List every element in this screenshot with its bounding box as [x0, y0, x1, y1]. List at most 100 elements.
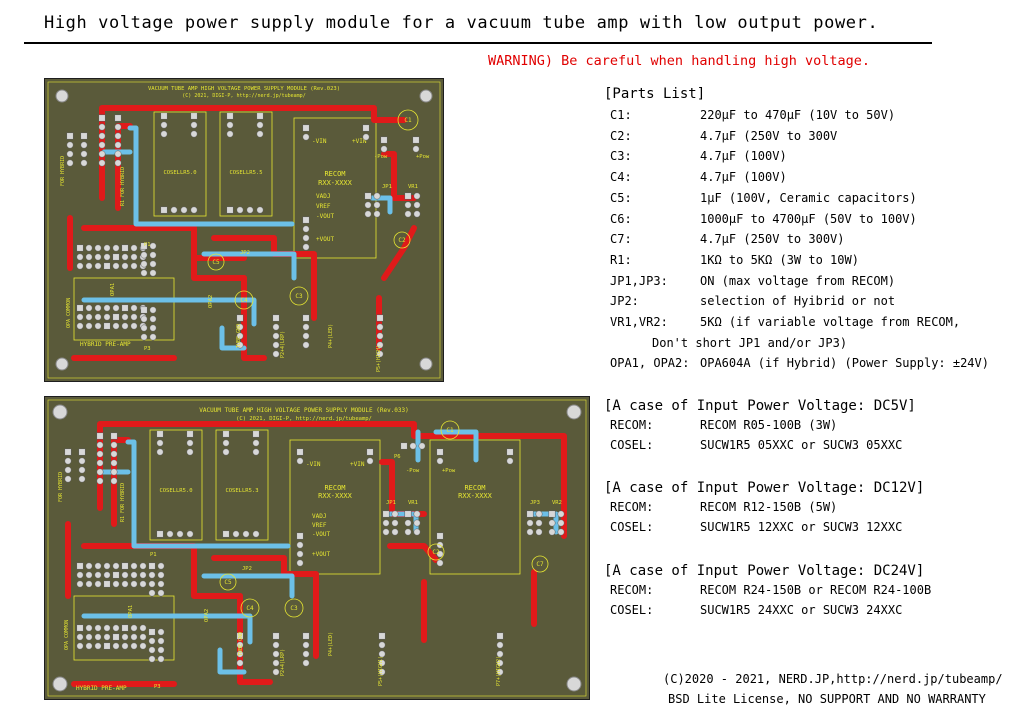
solder-pad [404, 519, 412, 527]
solder-pad [436, 550, 444, 558]
solder-pad [103, 562, 111, 570]
solder-pad [378, 659, 386, 667]
c5-label: C5 [224, 579, 232, 586]
solder-pad [535, 510, 543, 518]
solder-pad [256, 121, 264, 129]
solder-pad [222, 439, 230, 447]
solder-pad [382, 528, 390, 536]
solder-pad [130, 571, 138, 579]
solder-pad [148, 637, 156, 645]
solder-pad [186, 430, 194, 438]
solder-pad [103, 571, 111, 579]
solder-pad [139, 571, 147, 579]
c2-label: C2 [398, 237, 406, 244]
capacitor-c1 [397, 109, 419, 131]
blue-trace [217, 647, 247, 675]
part-value: 1000μF to 4700μF (50V to 100V) [700, 211, 917, 226]
c4-label: C4 [246, 605, 254, 612]
solder-pad [149, 269, 157, 277]
solder-pad [166, 530, 174, 538]
solder-pad [112, 322, 120, 330]
solder-pad [140, 260, 148, 268]
capacitor-c2 [427, 543, 445, 561]
solder-pad [496, 632, 504, 640]
solder-pad [222, 430, 230, 438]
solder-pad [112, 624, 120, 632]
case-value: SUCW1R5 24XXC or SUCW3 24XXC [700, 603, 903, 617]
solder-pad [302, 341, 310, 349]
solder-pad [436, 448, 444, 456]
solder-pad [103, 322, 111, 330]
solder-pad [186, 448, 194, 456]
solder-pad [149, 333, 157, 341]
solder-pad [180, 206, 188, 214]
part-name: R1: [610, 252, 632, 267]
part-value: 4.7μF (250V to 300V) [700, 232, 845, 247]
solder-pad [112, 304, 120, 312]
part-name: C3: [610, 149, 632, 164]
solder-pad [112, 244, 120, 252]
cosel2-label: COSELLR5.5 [229, 170, 262, 176]
blue-trace [219, 325, 247, 351]
solder-pad [236, 632, 244, 640]
solder-pad [80, 141, 88, 149]
solder-pad [436, 457, 444, 465]
vin-neg-label: -VIN [306, 461, 321, 468]
solder-pad [66, 132, 74, 140]
c2-label: C2 [432, 549, 440, 556]
solder-pad [296, 532, 304, 540]
solder-pad [413, 192, 421, 200]
solder-pad [236, 323, 244, 331]
vin-pos-label: +VIN [352, 138, 367, 145]
solder-pad [382, 510, 390, 518]
solder-pad [103, 624, 111, 632]
solder-pad [296, 559, 304, 567]
pow-minus-label: -Pow [374, 154, 388, 160]
solder-pad [366, 448, 374, 456]
cosel-module-1-outline [153, 111, 207, 217]
solder-pad [157, 580, 165, 588]
blue-trace [81, 613, 253, 645]
p2-label: P2+4(LRP) [280, 649, 286, 676]
solder-pad [246, 206, 254, 214]
mounting-hole [55, 89, 69, 103]
recom2-label: RECOM [464, 484, 485, 492]
case-key: COSEL: [610, 603, 654, 617]
capacitor-c7 [531, 555, 549, 573]
board-1-outline [47, 81, 441, 379]
solder-pad [148, 571, 156, 579]
case-title: [A case of Input Power Voltage: DC12V] [604, 480, 925, 496]
warning-text: WARNING) Be careful when handling high v… [488, 53, 871, 69]
solder-pad [80, 132, 88, 140]
pow-plus-label: +Pow [416, 154, 430, 160]
solder-pad [252, 448, 260, 456]
solder-pad [222, 448, 230, 456]
solder-pad [157, 562, 165, 570]
solder-pad [302, 641, 310, 649]
jp2-label: JP2 [242, 566, 252, 572]
solder-pad [130, 624, 138, 632]
solder-pad [112, 253, 120, 261]
solder-pad [256, 206, 264, 214]
solder-pad [94, 313, 102, 321]
solder-pad [496, 641, 504, 649]
solder-pad [413, 210, 421, 218]
solder-pad [148, 655, 156, 663]
solder-pad [156, 530, 164, 538]
solder-pad [400, 442, 408, 450]
c1-label: C1 [446, 427, 454, 434]
solder-pad [130, 322, 138, 330]
solder-pad [103, 253, 111, 261]
p3-label: P3 [154, 684, 161, 690]
board-1-header-2: (C) 2021, DIGI-P, http://nerd.jp/tubeamp… [182, 93, 305, 99]
solder-pad [236, 659, 244, 667]
solder-pad [112, 562, 120, 570]
solder-pad [130, 633, 138, 641]
part-value: 220μF to 470μF (10V to 50V) [700, 108, 896, 122]
p6-label: P6 [394, 454, 401, 460]
solder-pad [112, 571, 120, 579]
vout-neg-label: -VOUT [316, 213, 334, 220]
solder-pad [526, 519, 534, 527]
board-1-header-1: VACUUM TUBE AMP HIGH VOLTAGE POWER SUPPL… [148, 86, 340, 92]
solder-pad [114, 141, 122, 149]
